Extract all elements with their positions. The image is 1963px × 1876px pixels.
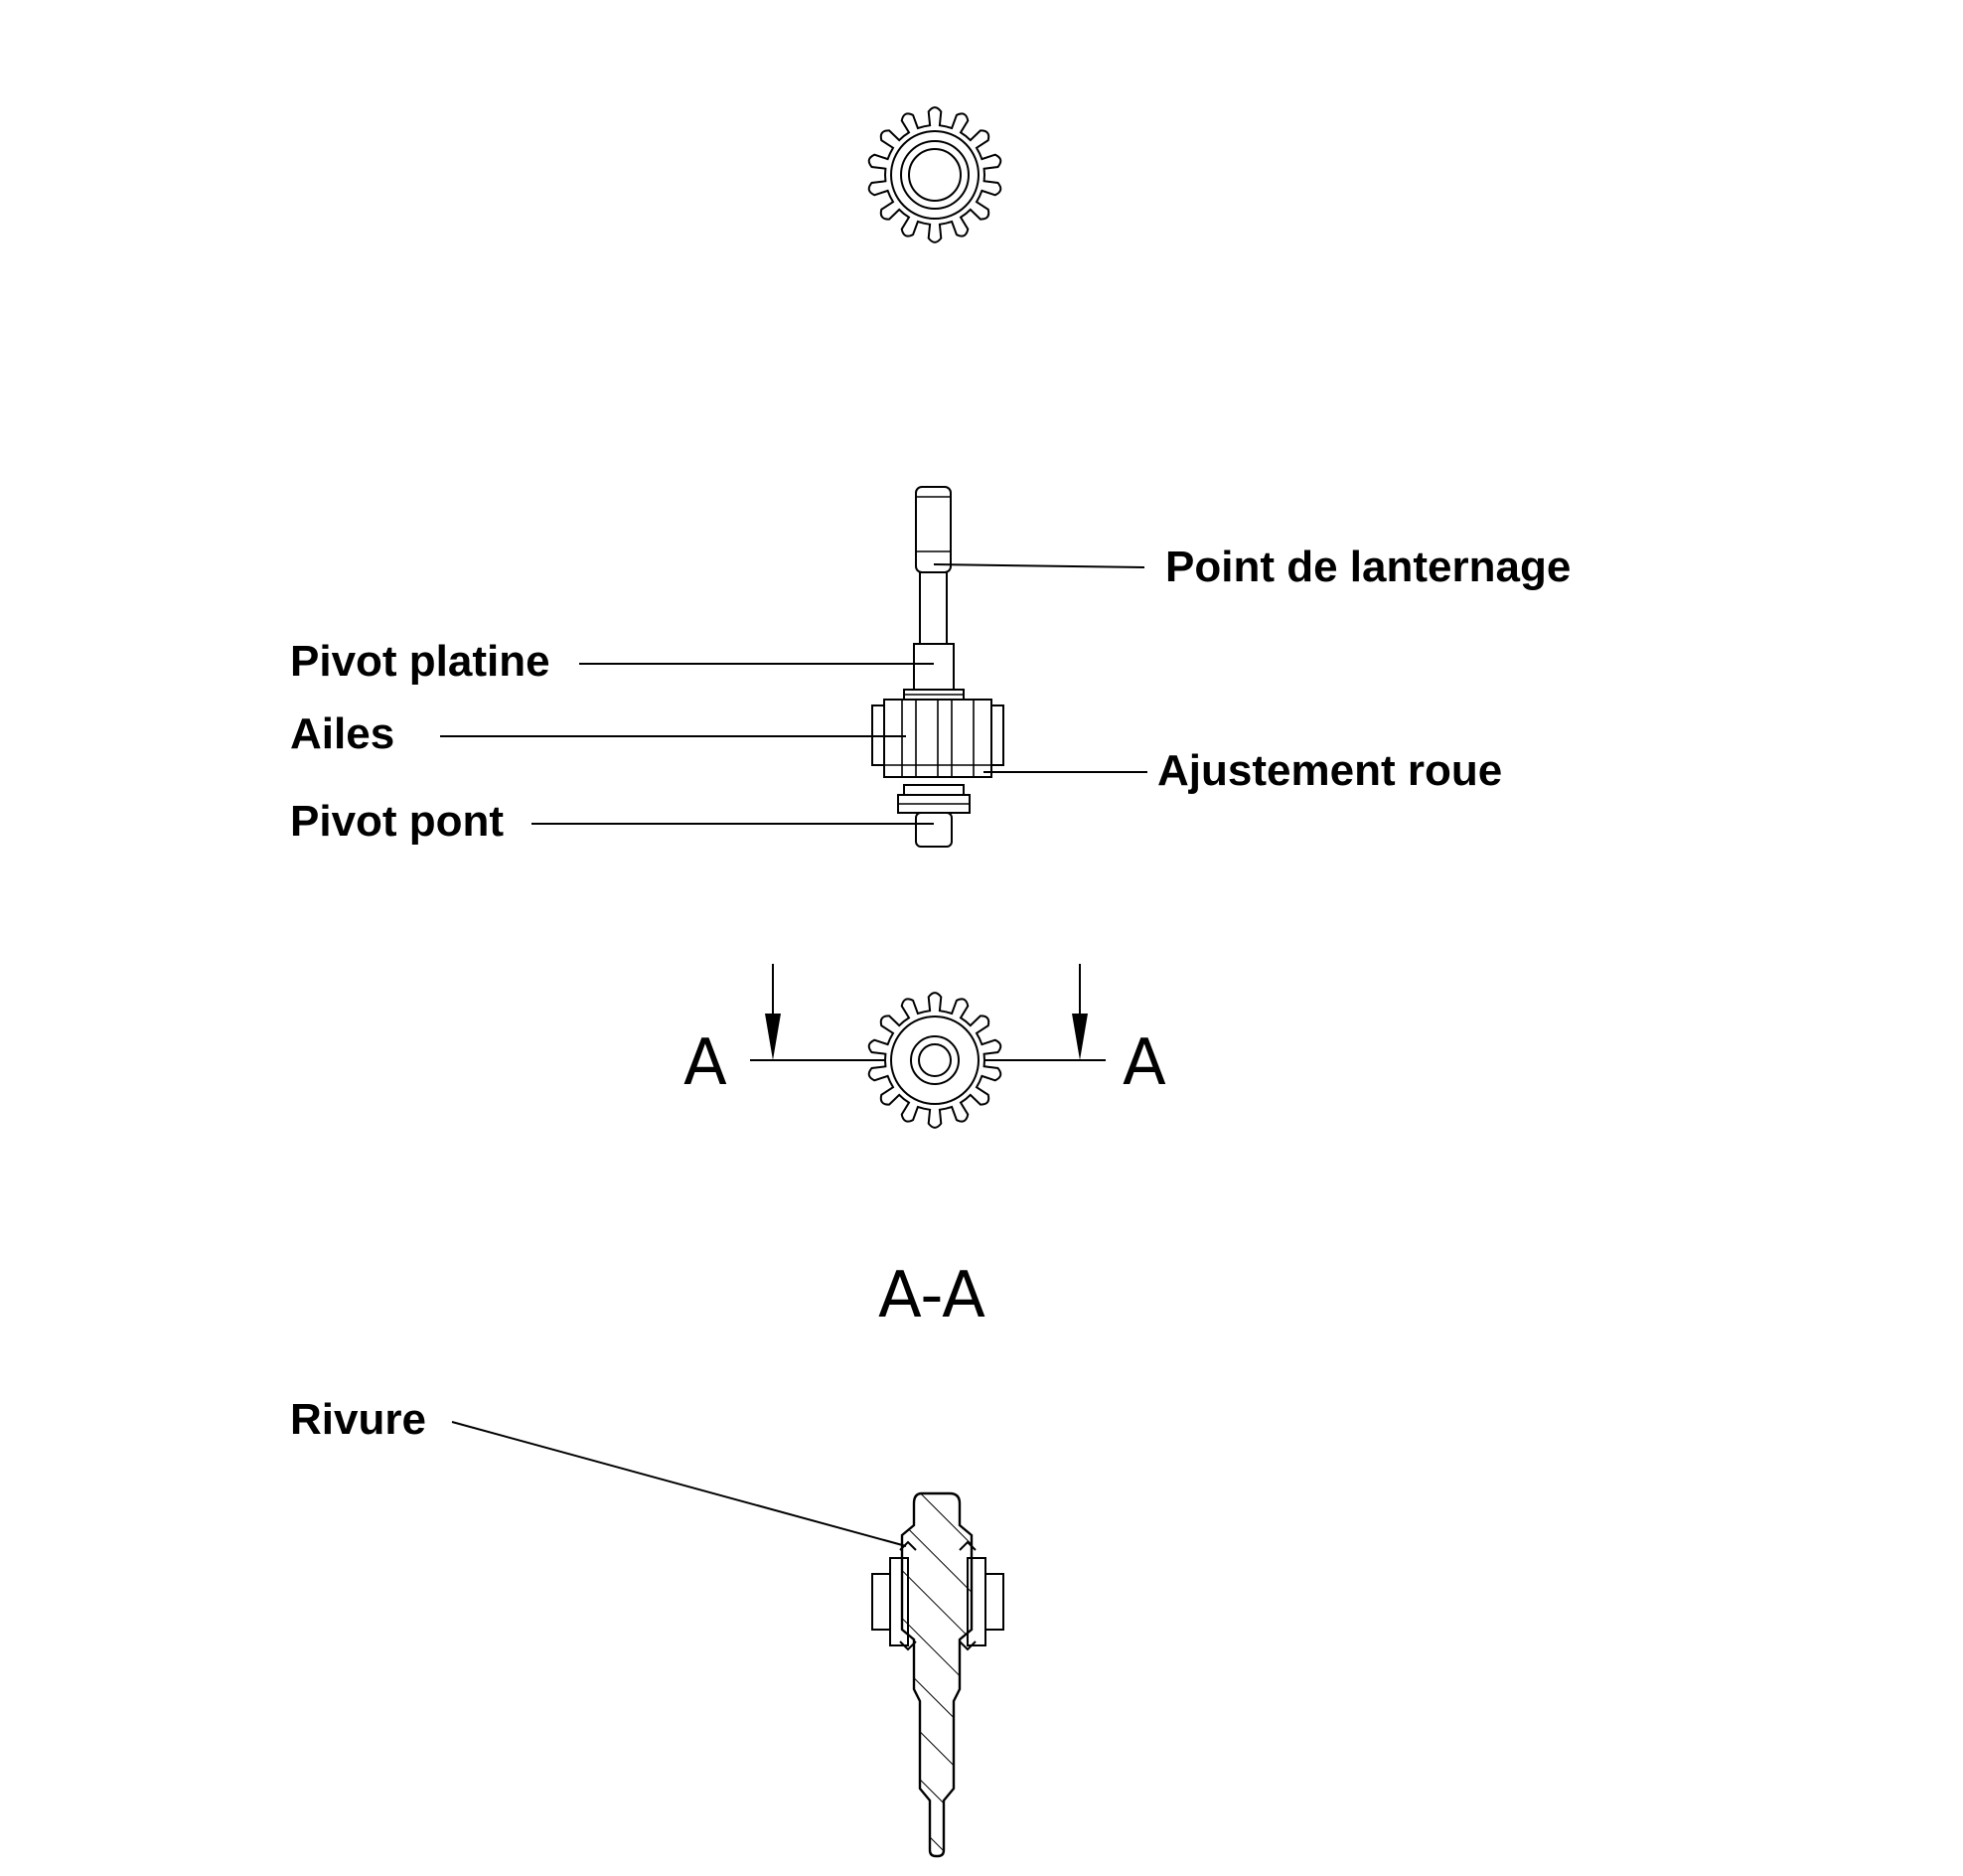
gear-ring-2 — [918, 1043, 952, 1077]
gear-ring-0 — [890, 130, 980, 220]
pinion-top-view — [867, 106, 1002, 243]
gear-ring-2 — [908, 148, 962, 202]
pinion-section-a-a — [871, 1491, 1004, 1858]
section-cut-view — [750, 964, 1106, 1061]
label-point-de-lanternage: Point de lanternage — [1165, 543, 1571, 591]
section-marker-left: A — [683, 1026, 727, 1100]
label-pivot-platine: Pivot platine — [290, 637, 550, 686]
section-marker-right: A — [1123, 1026, 1166, 1100]
label-rivure: Rivure — [290, 1395, 426, 1444]
leader-lines — [440, 563, 1147, 1547]
gear-ring-1 — [900, 140, 970, 210]
pinion-side-view — [871, 486, 1004, 848]
gear-teeth-outline — [867, 992, 1002, 1129]
section-title: A-A — [878, 1259, 985, 1332]
label-ailes: Ailes — [290, 709, 394, 758]
label-pivot-pont: Pivot pont — [290, 797, 504, 846]
gear-ring-0 — [890, 1016, 980, 1105]
section-arrowhead-left — [765, 1014, 781, 1060]
gear-ring-1 — [910, 1035, 960, 1085]
gear-teeth-outline — [867, 106, 1002, 243]
pinion-section-gear — [867, 992, 1002, 1129]
label-ajustement-roue: Ajustement roue — [1157, 746, 1502, 795]
section-arrowhead-right — [1072, 1014, 1088, 1060]
